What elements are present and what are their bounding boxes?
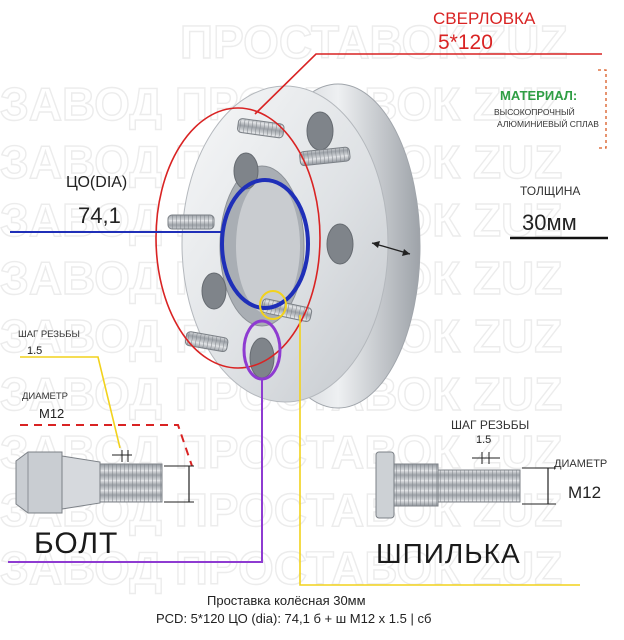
bolt-holes (201, 111, 354, 379)
stud-knurl (393, 463, 439, 507)
stud-thread (437, 469, 521, 503)
bolt-diameter-title: ДИАМЕТР (22, 391, 68, 402)
stud-name: ШПИЛЬКА (376, 538, 521, 569)
thickness-value: 30мм (522, 210, 577, 235)
bolt-head (15, 451, 63, 514)
stud-indicator (259, 290, 580, 586)
drilling-indicator (155, 53, 602, 369)
stud-leader (299, 315, 580, 586)
caption-line-1: Проставка колёсная 30мм (207, 593, 366, 608)
bolt-hole (201, 272, 227, 310)
stud-circle (259, 290, 287, 320)
center-bore-inner (236, 178, 300, 314)
caption-line-2: PCD: 5*120 ЦО (dia): 74,1 б + ш M12 x 1.… (156, 611, 432, 626)
bolt-pitch-title: ШАГ РЕЗЬБЫ (18, 329, 80, 340)
stud (237, 118, 285, 139)
material-title: МАТЕРИАЛ: (500, 88, 578, 103)
drilling-title: СВЕРЛОВКА (433, 9, 536, 28)
stud-diameter-value: M12 (568, 483, 602, 502)
bolt-leader (8, 380, 263, 563)
bolt-hole-indicator (8, 319, 282, 563)
bolt-name: БОЛТ (34, 527, 119, 560)
bolt-thread (99, 463, 163, 503)
watermark-line: ПРОСТАВОК ZUZ (180, 16, 568, 68)
stud (167, 214, 215, 230)
center-bore-indicator (10, 178, 310, 310)
bolt-image (15, 450, 194, 514)
material-line-2: АЛЮМИНИЕВЫЙ СПЛАВ (497, 119, 599, 129)
center-bore-value: 74,1 (78, 203, 121, 228)
bolt-pitch-value: 1.5 (27, 345, 43, 357)
bolt-hole (326, 223, 354, 265)
thickness-title: ТОЛЩИНА (520, 184, 581, 198)
drilling-value: 5*120 (438, 31, 493, 54)
pcd-circle (155, 107, 321, 369)
drilling-leader (254, 53, 602, 115)
thickness-arrow-head (372, 241, 380, 248)
bolt-hole (306, 111, 334, 151)
bolt-collar (61, 455, 101, 510)
bolt-hole-circle (242, 319, 282, 381)
material-line-1: ВЫСОКОПРОЧНЫЙ (494, 107, 575, 117)
bolt-pitch-leader (20, 356, 121, 449)
bolt-diameter-value: M12 (39, 406, 65, 421)
material-bracket (598, 69, 607, 149)
center-bore-circle (220, 178, 310, 310)
stud-pitch-title: ШАГ РЕЗЬБЫ (451, 418, 530, 432)
stud (260, 298, 313, 322)
stud-diameter-title: ДИАМЕТР (554, 458, 608, 470)
bolt-diameter-leader (20, 424, 193, 467)
stud-image (375, 451, 556, 519)
bolt-hole (233, 152, 259, 190)
center-bore-title: ЦО(DIA) (66, 174, 128, 191)
studs (167, 118, 351, 353)
stud-pitch-value: 1.5 (476, 434, 492, 446)
stud (299, 146, 351, 167)
stud-head (375, 451, 395, 519)
thickness-arrow-head (402, 249, 410, 256)
